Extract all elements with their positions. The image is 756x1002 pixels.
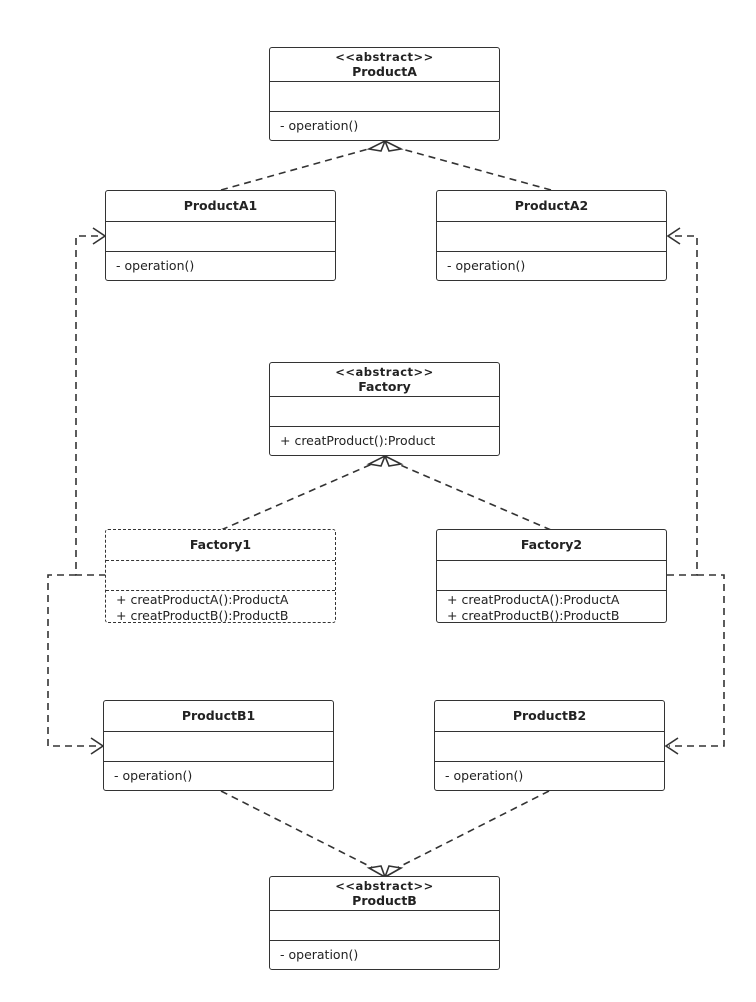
- operation: - operation(): [114, 768, 193, 783]
- class-productA2[interactable]: ProductA2 - operation(): [436, 190, 667, 281]
- operations-section: - operation(): [106, 252, 335, 274]
- operation: - operation(): [447, 258, 526, 273]
- operation: - operation(): [280, 947, 359, 962]
- attributes-section: [270, 397, 499, 427]
- operations-section: - operation(): [435, 762, 664, 784]
- class-name: ProductB1: [181, 708, 256, 723]
- realization-arrowhead: [366, 454, 387, 467]
- class-name: Factory1: [189, 537, 252, 552]
- operations-section: + creatProductA():ProductA + creatProduc…: [106, 591, 335, 624]
- stereotype-label: <<abstract>>: [335, 49, 434, 64]
- operations-section: + creatProduct():Product: [270, 427, 499, 449]
- class-productA[interactable]: <<abstract>> ProductA - operation(): [269, 47, 500, 141]
- dependency-factory1-productB1: [47, 574, 100, 747]
- realization-arrowhead: [366, 865, 387, 879]
- dependency-arrowhead: [664, 737, 679, 755]
- dependency-factory1-productA1: [75, 235, 106, 576]
- attributes-section: [106, 222, 335, 252]
- realization-arrowhead: [383, 454, 404, 467]
- operation: + creatProductA():ProductA: [447, 592, 620, 607]
- class-header: Factory1: [106, 530, 335, 561]
- operations-section: - operation(): [270, 941, 499, 963]
- realization-arrowhead: [366, 139, 387, 152]
- class-name: ProductA1: [183, 198, 258, 213]
- operation: + creatProductB():ProductB: [116, 608, 289, 623]
- dependency-factory2-productB2: [669, 574, 725, 747]
- class-header: <<abstract>> Factory: [270, 363, 499, 397]
- class-factory1[interactable]: Factory1 + creatProductA():ProductA + cr…: [105, 529, 336, 623]
- dependency-arrowhead: [666, 227, 681, 245]
- operations-section: - operation(): [104, 762, 333, 784]
- class-header: <<abstract>> ProductB: [270, 877, 499, 911]
- class-header: Factory2: [437, 530, 666, 561]
- class-productA1[interactable]: ProductA1 - operation(): [105, 190, 336, 281]
- attributes-section: [270, 911, 499, 941]
- class-header: <<abstract>> ProductA: [270, 48, 499, 82]
- class-productB2[interactable]: ProductB2 - operation(): [434, 700, 665, 791]
- stereotype-label: <<abstract>>: [335, 878, 434, 893]
- operation: + creatProductA():ProductA: [116, 592, 289, 607]
- operation: - operation(): [116, 258, 195, 273]
- realization-arrowhead: [383, 139, 404, 152]
- class-name: ProductA: [352, 63, 417, 79]
- operation: + creatProduct():Product: [280, 433, 436, 448]
- class-name: Factory: [358, 378, 411, 394]
- operation: + creatProductB():ProductB: [447, 608, 620, 623]
- realization-factory2-factory: [390, 460, 552, 531]
- attributes-section: [437, 561, 666, 591]
- class-header: ProductB2: [435, 701, 664, 732]
- operation: - operation(): [280, 118, 359, 133]
- class-name: ProductB: [352, 892, 417, 908]
- realization-factory1-factory: [220, 460, 380, 531]
- class-factory[interactable]: <<abstract>> Factory + creatProduct():Pr…: [269, 362, 500, 456]
- class-productB[interactable]: <<abstract>> ProductB - operation(): [269, 876, 500, 970]
- class-header: ProductA1: [106, 191, 335, 222]
- attributes-section: [106, 561, 335, 591]
- realization-productB2-productB: [392, 790, 550, 871]
- attributes-section: [435, 732, 664, 762]
- attributes-section: [270, 82, 499, 112]
- realization-productB1-productB: [220, 790, 378, 871]
- class-header: ProductA2: [437, 191, 666, 222]
- realization-productA2-productA: [390, 145, 552, 191]
- operation: - operation(): [445, 768, 524, 783]
- realization-arrowhead: [383, 865, 404, 879]
- stereotype-label: <<abstract>>: [335, 364, 434, 379]
- attributes-section: [437, 222, 666, 252]
- class-factory2[interactable]: Factory2 + creatProductA():ProductA + cr…: [436, 529, 667, 623]
- class-name: ProductA2: [514, 198, 589, 213]
- operations-section: - operation(): [437, 252, 666, 274]
- realization-productA1-productA: [220, 145, 380, 191]
- class-productB1[interactable]: ProductB1 - operation(): [103, 700, 334, 791]
- operations-section: + creatProductA():ProductA + creatProduc…: [437, 591, 666, 624]
- class-header: ProductB1: [104, 701, 333, 732]
- class-name: ProductB2: [512, 708, 587, 723]
- class-name: Factory2: [520, 537, 583, 552]
- dependency-factory2-productA2: [667, 235, 698, 576]
- attributes-section: [104, 732, 333, 762]
- operations-section: - operation(): [270, 112, 499, 134]
